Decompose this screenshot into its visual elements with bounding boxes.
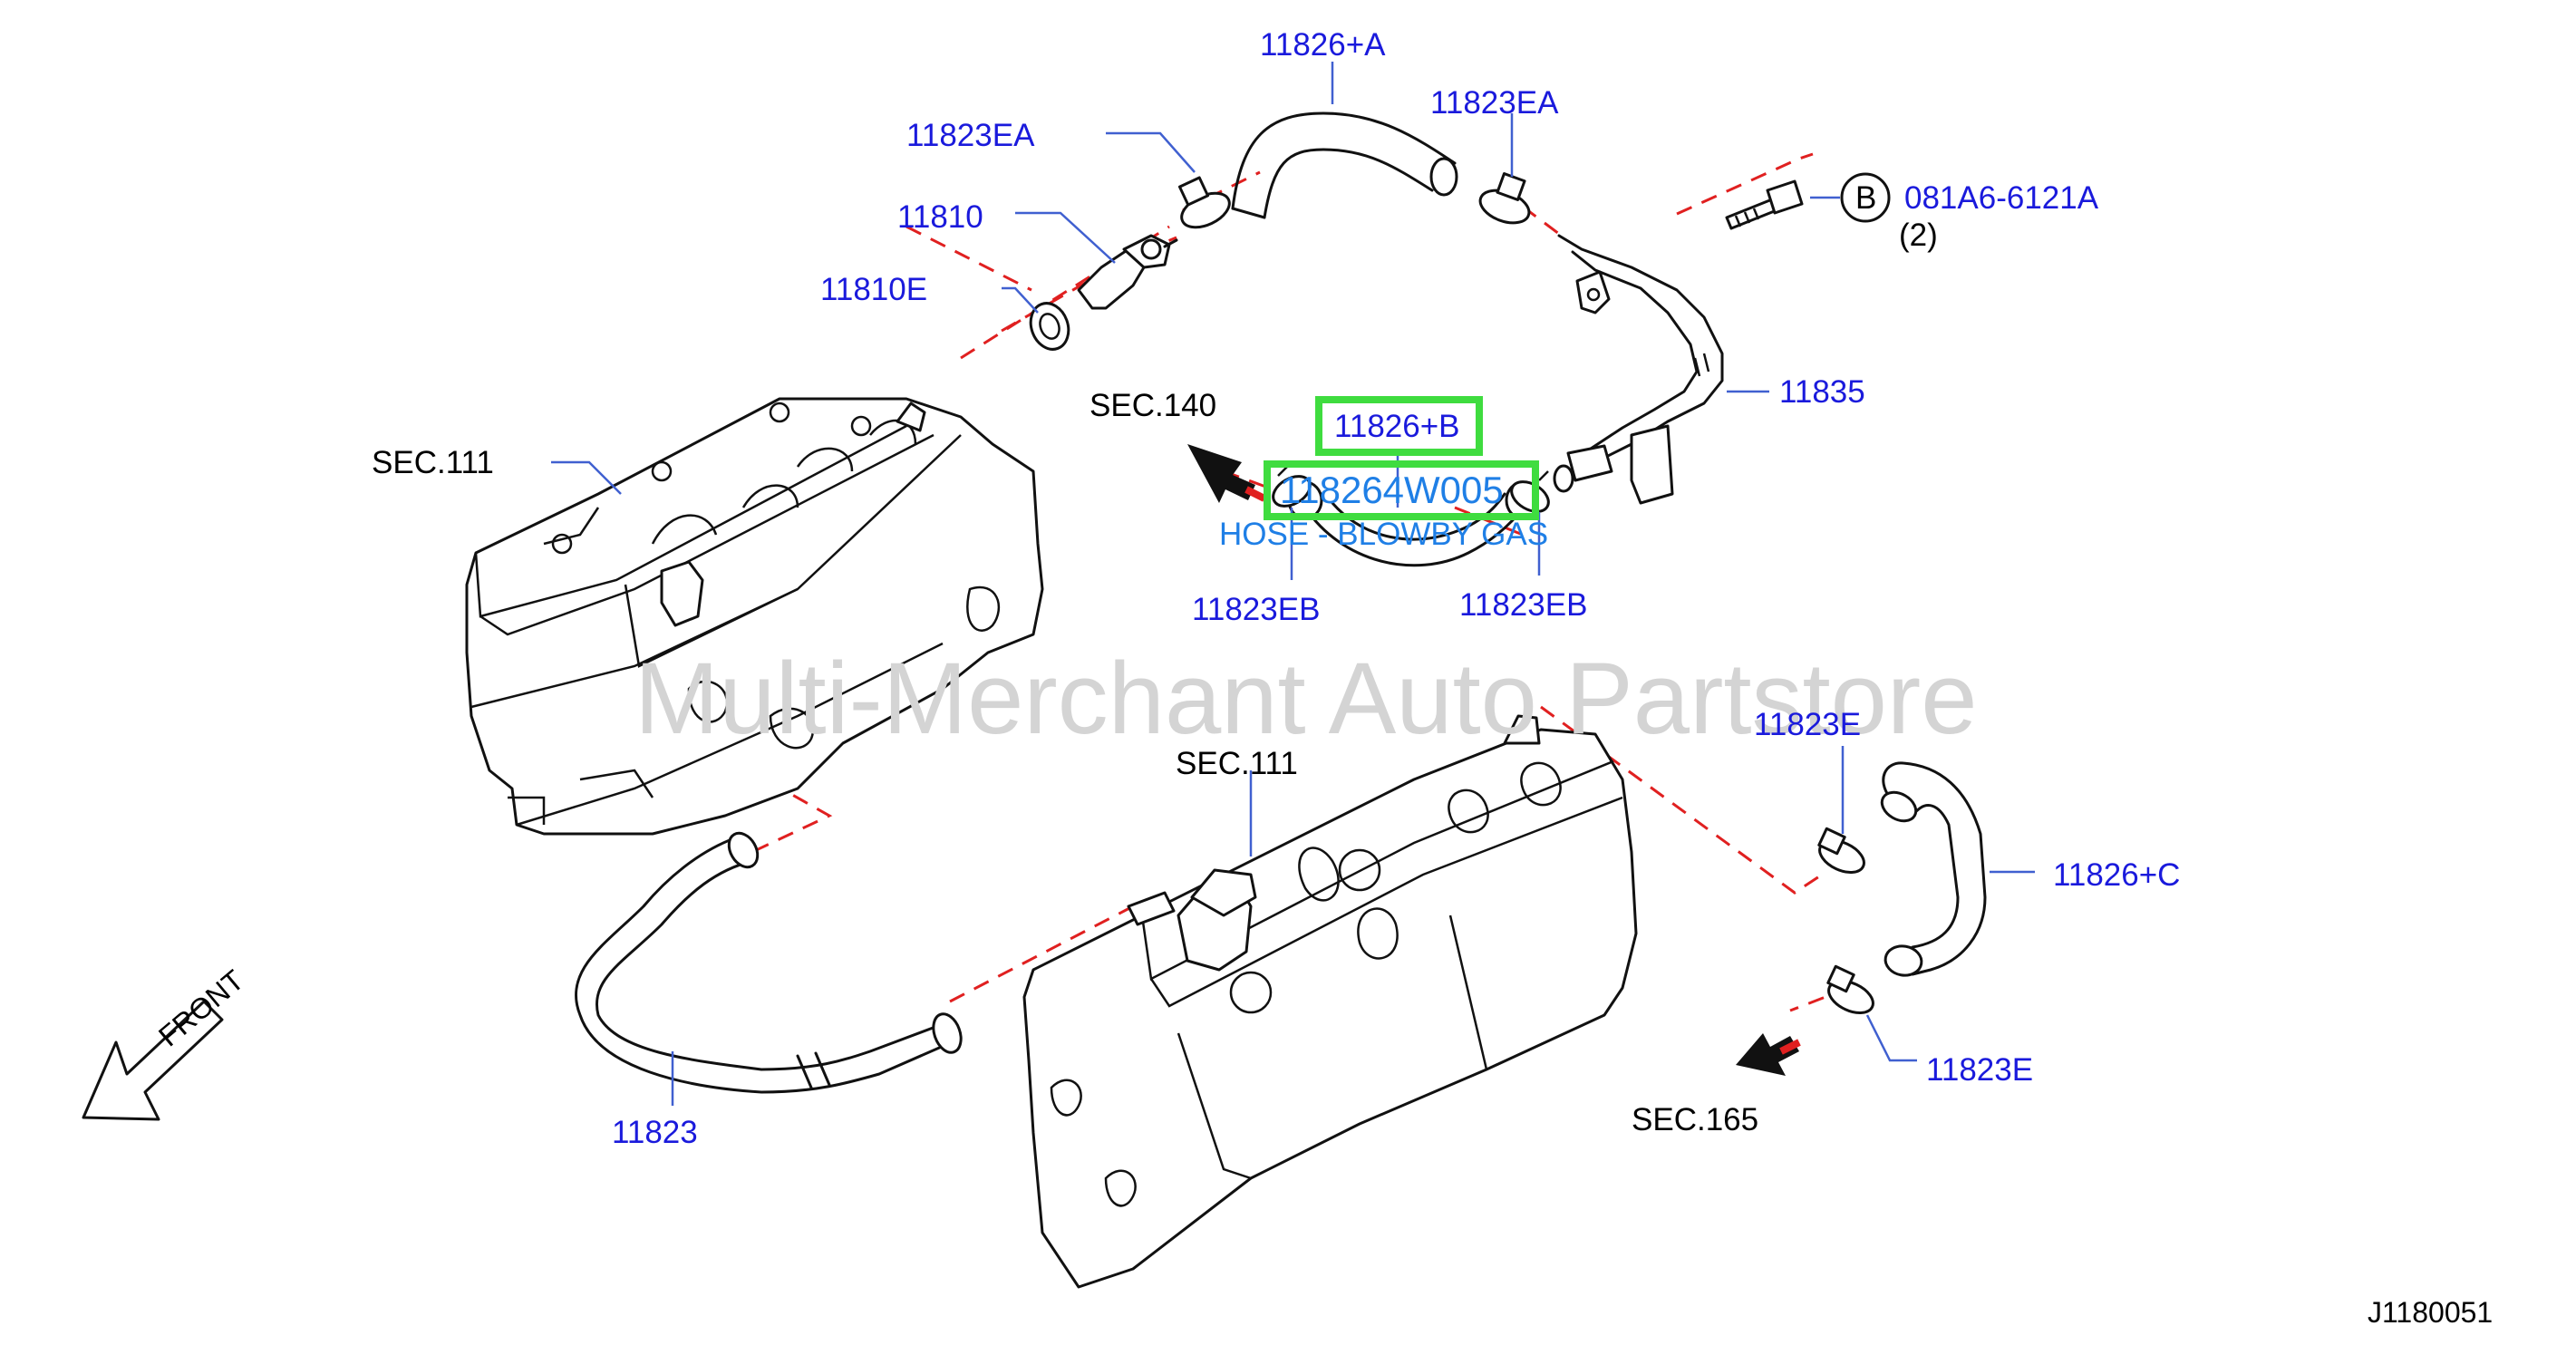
leader-lines: [551, 62, 2035, 1106]
highlight-part-number: [1264, 460, 1539, 520]
clamp-11823ea-right: [1478, 172, 1531, 225]
label-sec165[interactable]: SEC.165: [1632, 1102, 1759, 1137]
cylinder-head-right: [1022, 714, 1638, 1289]
cylinder-head-left: [465, 397, 1044, 836]
label-part-name: HOSE - BLOWBY GAS: [1219, 517, 1549, 552]
label-11835[interactable]: 11835: [1779, 374, 1865, 410]
label-11823eb-left[interactable]: 11823EB: [1192, 592, 1321, 627]
diagram-id: J1180051: [2368, 1296, 2494, 1329]
label-11823ea-right[interactable]: 11823EA: [1430, 85, 1559, 121]
hose-11826c: [1880, 761, 1987, 977]
bolt-081a6: [1725, 179, 1804, 230]
grommet-11810e: [1029, 302, 1070, 351]
callout-b-letter: B: [1855, 180, 1877, 216]
label-sec111-top[interactable]: SEC.111: [372, 445, 494, 480]
highlight-11826b: [1315, 396, 1483, 456]
clamp-11823eb-left: [1272, 466, 1312, 508]
clamp-11823ea-left: [1177, 176, 1231, 229]
label-sec111-bottom[interactable]: SEC.111: [1176, 746, 1298, 781]
clamp-11823e-bottom: [1826, 964, 1874, 1014]
arrow-sec140: [1187, 444, 1266, 503]
label-11823e-top[interactable]: 11823E: [1754, 707, 1862, 742]
label-11810[interactable]: 11810: [897, 199, 983, 235]
label-11826b[interactable]: 11826+B: [1334, 409, 1460, 444]
tube-11835: [1553, 234, 1724, 505]
label-11826c[interactable]: 11826+C: [2053, 857, 2181, 893]
label-11823eb-right[interactable]: 11823EB: [1459, 587, 1588, 623]
callout-circle-b: [1840, 172, 1891, 223]
hose-11823: [574, 831, 963, 1094]
label-11810e[interactable]: 11810E: [820, 272, 928, 307]
clamp-11823eb-right: [1510, 470, 1550, 513]
label-part-number[interactable]: 118264W005: [1280, 469, 1504, 511]
label-11826a[interactable]: 11826+A: [1260, 27, 1386, 63]
label-081a6[interactable]: 081A6-6121A: [1904, 180, 2099, 216]
front-arrow-icon: [82, 1000, 224, 1121]
label-sec140[interactable]: SEC.140: [1089, 388, 1217, 423]
clamp-11823e-top: [1817, 827, 1865, 874]
label-11823ea-left[interactable]: 11823EA: [906, 118, 1035, 153]
arrow-sec165: [1736, 1033, 1801, 1076]
label-11823e-bottom[interactable]: 11823E: [1926, 1052, 2034, 1088]
watermark: Multi-Merchant Auto Partstore: [634, 642, 1978, 755]
hose-11826a: [1231, 111, 1458, 219]
label-11823[interactable]: 11823: [612, 1115, 698, 1150]
pcv-valve-11810: [1077, 234, 1178, 310]
label-081a6-qty: (2): [1899, 218, 1938, 253]
